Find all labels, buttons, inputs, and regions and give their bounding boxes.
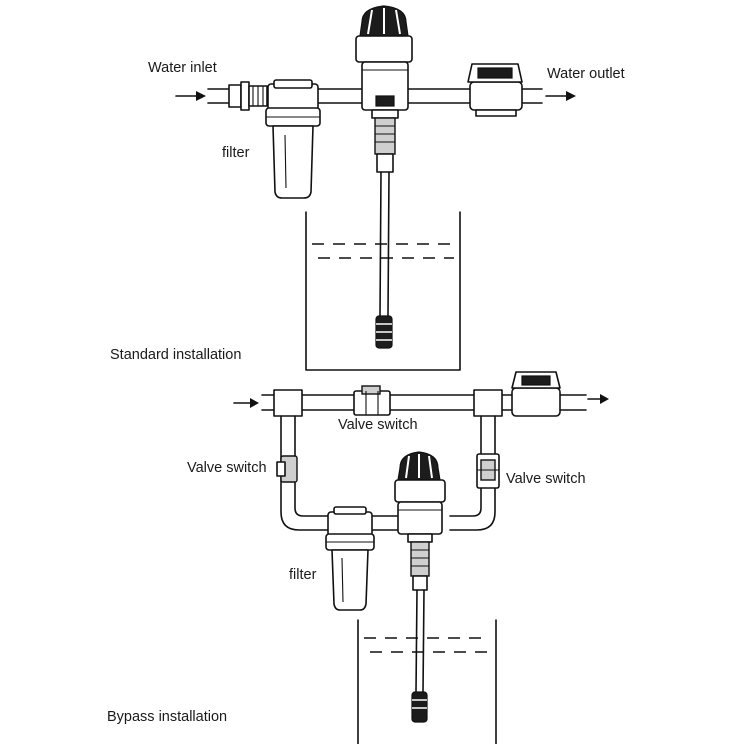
inlet-flow-arrow [175,91,206,101]
bypass-water-meter [511,371,561,417]
valve-switch-right-label: Valve switch [506,471,586,487]
bypass-right-tee [473,389,503,417]
standard-installation-figure [175,5,576,371]
bypass-inlet-arrow [233,398,259,408]
valve-switch-top-label: Valve switch [338,417,418,433]
bypass-tank [357,619,497,744]
standard-suction-tube [375,171,393,349]
bypass-injector [407,533,433,591]
bypass-installation-figure [233,371,609,744]
standard-filter-label: filter [222,145,250,161]
outlet-flow-arrow [545,91,576,101]
standard-injector [371,109,399,173]
standard-filter [265,79,321,199]
standard-water-meter [467,63,523,117]
bypass-left-branch [276,415,331,531]
valve-switch-left-label: Valve switch [187,460,267,476]
bypass-dosing-pump [394,451,446,535]
bypass-filter [325,506,375,611]
standard-tank [305,211,461,371]
bypass-installation-title: Bypass installation [107,709,228,725]
bypass-top-valve [353,385,391,416]
standard-installation-title: Standard installation [110,347,242,363]
standard-main-pipe [207,88,543,104]
bypass-left-tee [273,389,303,417]
bypass-filter-label: filter [289,567,317,583]
water-outlet-label: Water outlet [547,66,625,82]
inlet-coupling [228,81,268,111]
bypass-bottom-pipe [371,515,399,531]
water-inlet-label: Water inlet [148,60,217,76]
standard-dosing-pump [355,5,413,111]
bypass-outlet-arrow [587,394,609,404]
bypass-right-branch [449,415,500,531]
bypass-suction-tube [411,589,428,723]
